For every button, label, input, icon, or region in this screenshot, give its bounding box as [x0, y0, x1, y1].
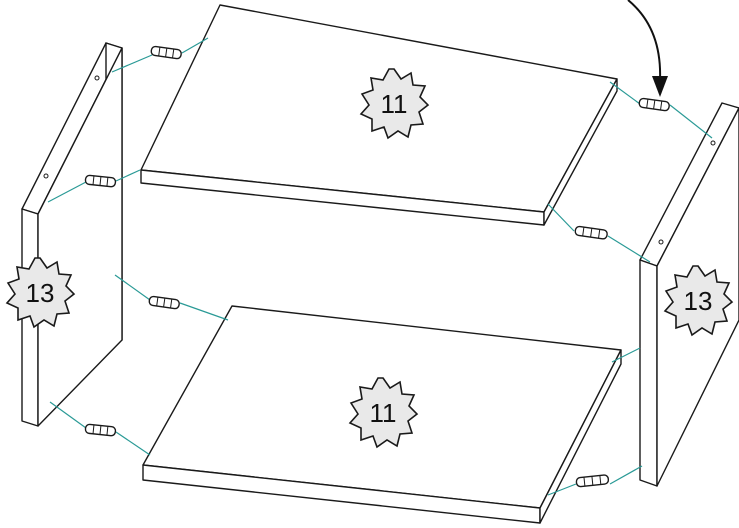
- part-badge-bottom-shelf: 11: [348, 377, 419, 449]
- dowel-icon: [574, 225, 608, 240]
- part-number-label: 13: [26, 278, 55, 308]
- dowel-icon: [150, 45, 182, 60]
- part-number-label: 11: [381, 89, 408, 119]
- dowel-icon: [575, 474, 610, 488]
- part-badge-top-shelf: 11: [359, 68, 430, 140]
- dowel-icon: [638, 97, 670, 112]
- dowel-icon: [84, 423, 117, 437]
- part-number-label: 11: [370, 398, 397, 428]
- left-side-panel: [21, 42, 123, 427]
- dowel-icon: [148, 295, 180, 310]
- part-number-label: 13: [684, 286, 713, 316]
- insertion-arrow-icon: [627, 0, 668, 97]
- alignment-guides: [47, 37, 713, 496]
- dowel-icon: [84, 174, 117, 188]
- part-badge-left-side: 13: [5, 257, 76, 329]
- part-badge-right-side: 13: [663, 265, 734, 337]
